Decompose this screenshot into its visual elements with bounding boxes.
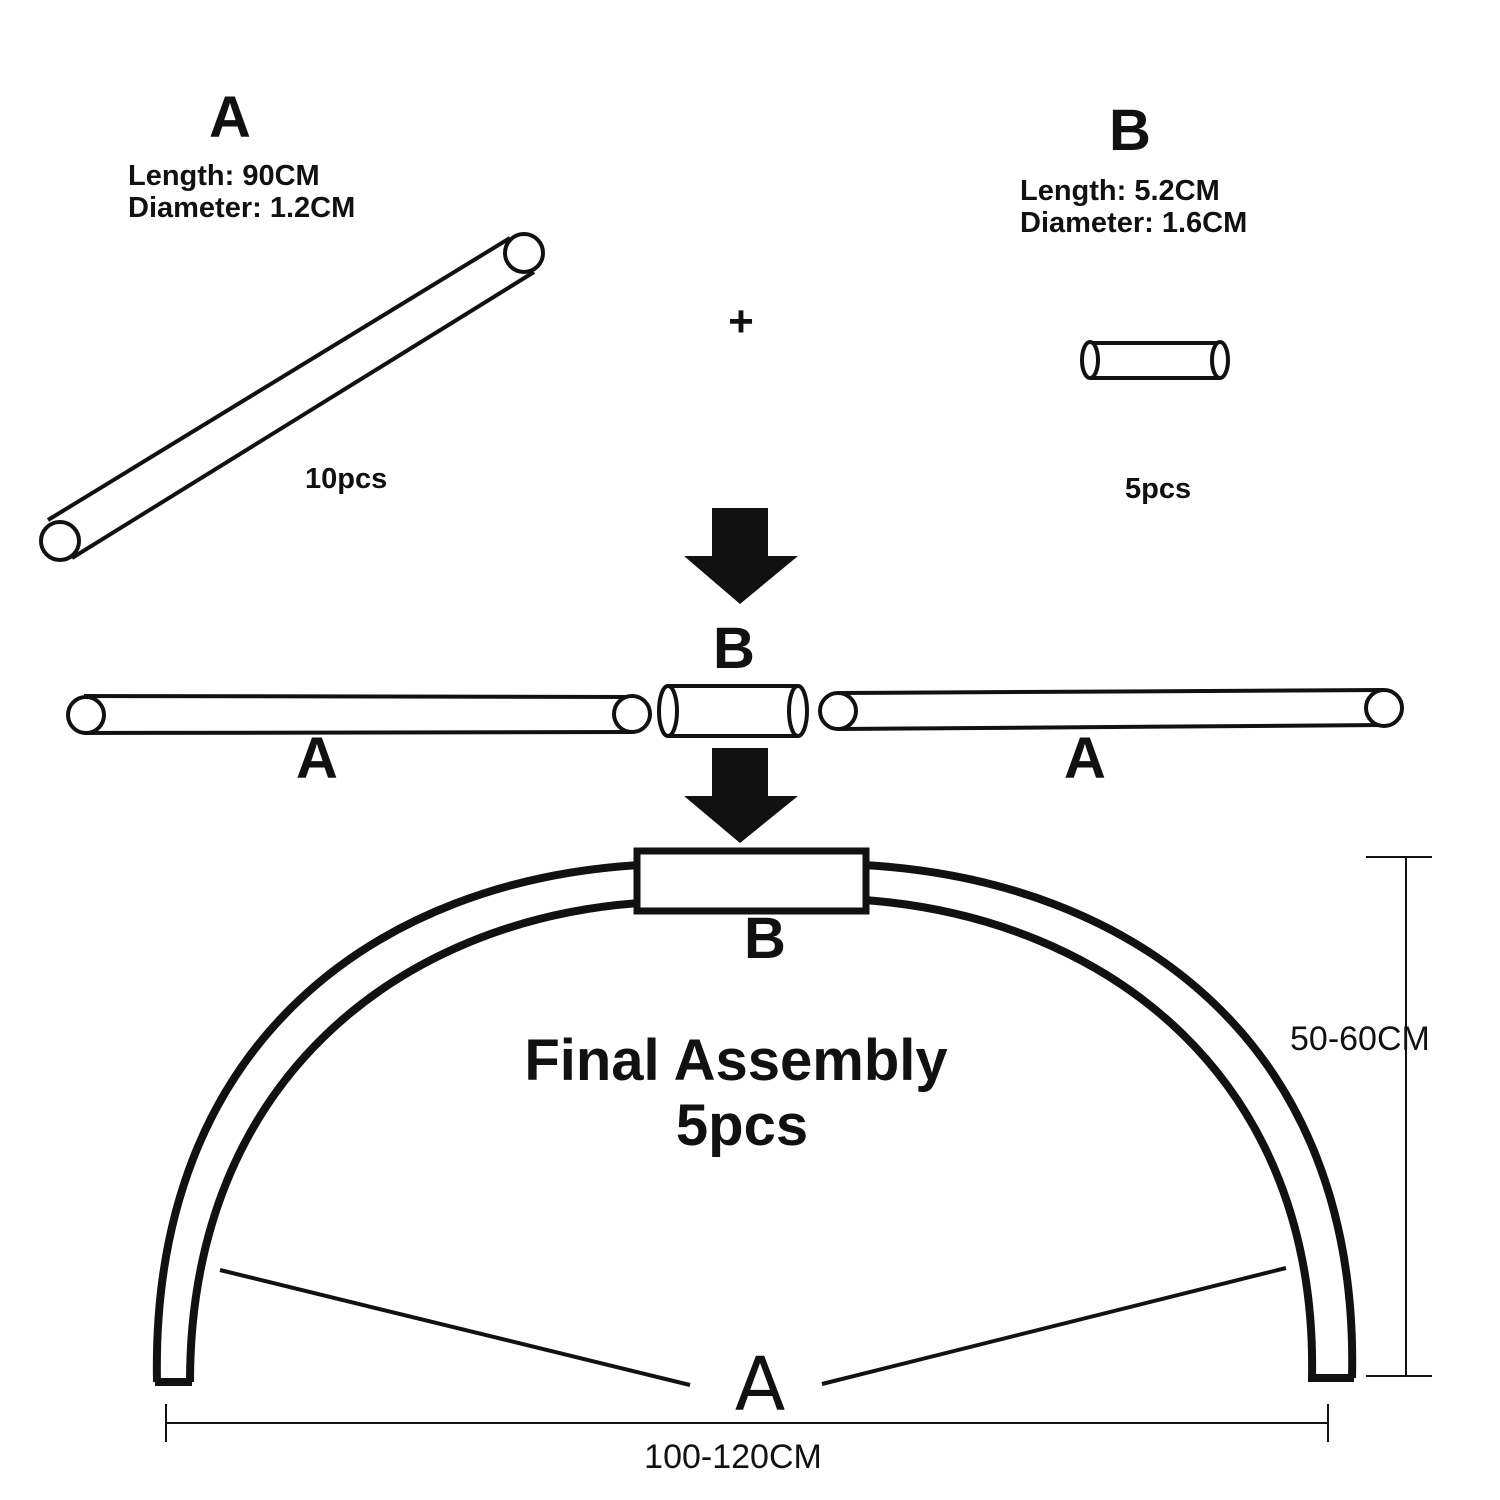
- part-a-quantity: 10pcs: [305, 463, 387, 495]
- joined-connector-label: B: [713, 616, 755, 681]
- part-b-label: B: [1109, 98, 1151, 163]
- final-connector-label: B: [744, 906, 786, 971]
- part-b-connector: [1080, 340, 1230, 380]
- width-label: 100-120CM: [644, 1438, 822, 1476]
- part-b-quantity: 5pcs: [1125, 473, 1191, 505]
- part-a-label: A: [209, 85, 251, 150]
- part-b-length: Length: 5.2CM: [1020, 175, 1220, 207]
- down-arrow-icon: [684, 748, 798, 843]
- joined-left-tube-label: A: [296, 726, 338, 791]
- joined-left-tube: [66, 694, 652, 735]
- width-dimension: [165, 1404, 1329, 1442]
- joined-connector: [657, 684, 809, 738]
- height-dimension: [1366, 856, 1432, 1377]
- part-a-length: Length: 90CM: [128, 160, 320, 192]
- joined-right-tube: [818, 688, 1404, 731]
- part-b-diameter: Diameter: 1.6CM: [1020, 207, 1247, 239]
- final-title: Final Assembly: [524, 1028, 947, 1093]
- plus-sign: +: [728, 297, 754, 346]
- arc-leader-lines: [219, 1266, 1287, 1387]
- down-arrow-icon: [684, 508, 798, 604]
- final-arch: [152, 861, 1357, 1386]
- part-a-diameter: Diameter: 1.2CM: [128, 192, 355, 224]
- final-connector: [633, 847, 870, 915]
- final-quantity: 5pcs: [676, 1093, 808, 1158]
- final-arc-label: A: [735, 1342, 786, 1428]
- part-a-tube-diagonal: [39, 232, 545, 562]
- height-label: 50-60CM: [1290, 1020, 1430, 1058]
- joined-right-tube-label: A: [1064, 726, 1106, 791]
